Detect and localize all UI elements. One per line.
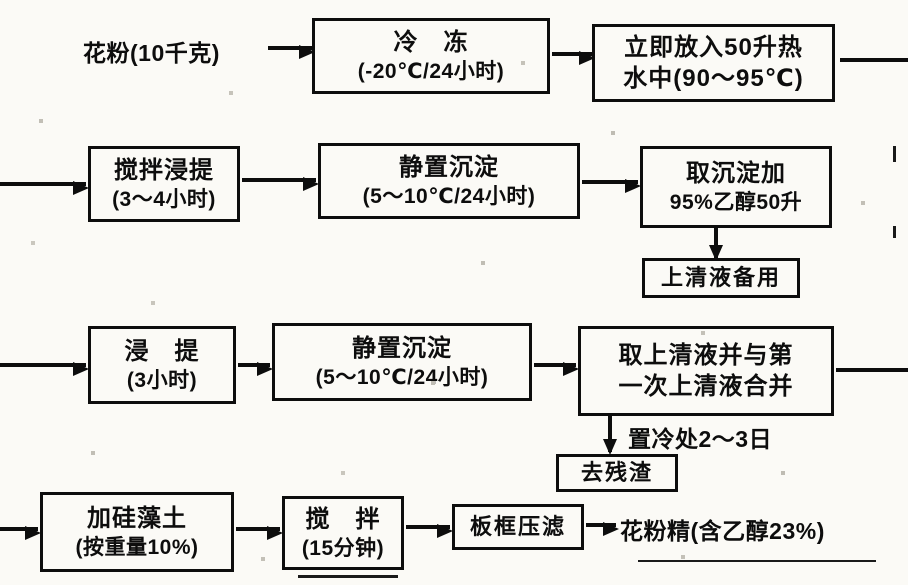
node-hot-water-line1: 立即放入50升热 bbox=[624, 33, 803, 61]
arrow-row2-entry bbox=[0, 181, 89, 195]
node-remove-residue-text: 去残渣 bbox=[580, 459, 653, 485]
arrow-takesediment-to-supernatant bbox=[709, 228, 723, 261]
node-add-diatomite: 加硅藻土 (按重量10%) bbox=[40, 492, 234, 572]
scan-artifact-tick-1 bbox=[893, 146, 896, 162]
node-diatomite-line1: 加硅藻土 bbox=[87, 504, 187, 532]
node-take-sediment: 取沉淀加 95%乙醇50升 bbox=[640, 146, 832, 228]
arrow-filter-to-product bbox=[586, 522, 619, 536]
node-hot-water-line2: 水中(90～95℃) bbox=[623, 65, 804, 92]
node-filter-press-text: 板框压滤 bbox=[469, 513, 566, 539]
arrow-row4-entry bbox=[0, 526, 41, 540]
node-hot-water: 立即放入50升热 水中(90～95℃) bbox=[592, 24, 835, 102]
node-extract-line2: (3小时) bbox=[126, 368, 198, 392]
arrow-settle1-to-takesediment bbox=[582, 179, 641, 193]
arrow-merge-to-residue bbox=[603, 416, 617, 455]
arrow-freeze-to-hotwater bbox=[552, 51, 595, 65]
arrow-stir-to-filter bbox=[406, 524, 453, 538]
connector-row3-exit bbox=[836, 368, 908, 372]
node-merge-line1: 取上清液并与第 bbox=[618, 341, 794, 369]
scan-noise bbox=[0, 0, 2, 2]
node-stir: 搅 拌 (15分钟) bbox=[282, 496, 404, 570]
node-freeze-line1: 冷 冻 bbox=[393, 28, 469, 56]
node-settle1-line1: 静置沉淀 bbox=[399, 153, 499, 181]
node-settle-2: 静置沉淀 (5～10℃/24小时) bbox=[272, 323, 532, 401]
node-settle2-line1: 静置沉淀 bbox=[352, 334, 452, 362]
node-supernatant-reserve-text: 上清液备用 bbox=[660, 264, 781, 290]
node-stir-extract-line2: (3～4小时) bbox=[112, 187, 216, 211]
arrow-start-to-freeze bbox=[268, 45, 315, 59]
node-stir-line1: 搅 拌 bbox=[305, 505, 381, 533]
node-take-sediment-line2: 95%乙醇50升 bbox=[669, 190, 803, 214]
scan-artifact-underline-2 bbox=[638, 560, 876, 562]
node-extract: 浸 提 (3小时) bbox=[88, 326, 236, 404]
arrow-diatomite-to-stir bbox=[236, 526, 283, 540]
node-stir-extract-line1: 搅拌浸提 bbox=[114, 156, 214, 184]
node-freeze-line2: (-20℃/24小时) bbox=[357, 59, 505, 83]
node-merge-line2: 一次上清液合并 bbox=[618, 373, 794, 400]
label-cold-note: 置冷处2～3日 bbox=[628, 426, 773, 452]
node-stir-extract: 搅拌浸提 (3～4小时) bbox=[88, 146, 240, 222]
node-extract-line1: 浸 提 bbox=[124, 337, 200, 365]
label-product: 花粉精(含乙醇23%) bbox=[620, 518, 825, 544]
node-freeze: 冷 冻 (-20℃/24小时) bbox=[312, 18, 550, 94]
node-merge-supernatant: 取上清液并与第 一次上清液合并 bbox=[578, 326, 834, 416]
connector-row1-exit bbox=[840, 58, 908, 62]
arrow-extract-to-settle2 bbox=[238, 362, 273, 376]
node-supernatant-reserve: 上清液备用 bbox=[642, 258, 800, 298]
label-start-material: 花粉(10千克) bbox=[83, 40, 220, 66]
node-remove-residue: 去残渣 bbox=[556, 454, 678, 492]
node-diatomite-line2: (按重量10%) bbox=[75, 535, 199, 559]
node-settle-1: 静置沉淀 (5～10℃/24小时) bbox=[318, 143, 580, 219]
node-filter-press: 板框压滤 bbox=[452, 504, 584, 550]
arrow-settle2-to-merge bbox=[534, 362, 579, 376]
node-take-sediment-line1: 取沉淀加 bbox=[686, 159, 786, 187]
arrow-stirextract-to-settle1 bbox=[242, 177, 319, 191]
node-settle1-line2: (5～10℃/24小时) bbox=[362, 184, 536, 208]
node-settle2-line2: (5～10℃/24小时) bbox=[315, 365, 489, 389]
arrow-row3-entry bbox=[0, 362, 89, 376]
scan-artifact-underline-1 bbox=[298, 575, 398, 578]
node-stir-line2: (15分钟) bbox=[301, 536, 385, 560]
scan-artifact-tick-2 bbox=[893, 226, 896, 238]
